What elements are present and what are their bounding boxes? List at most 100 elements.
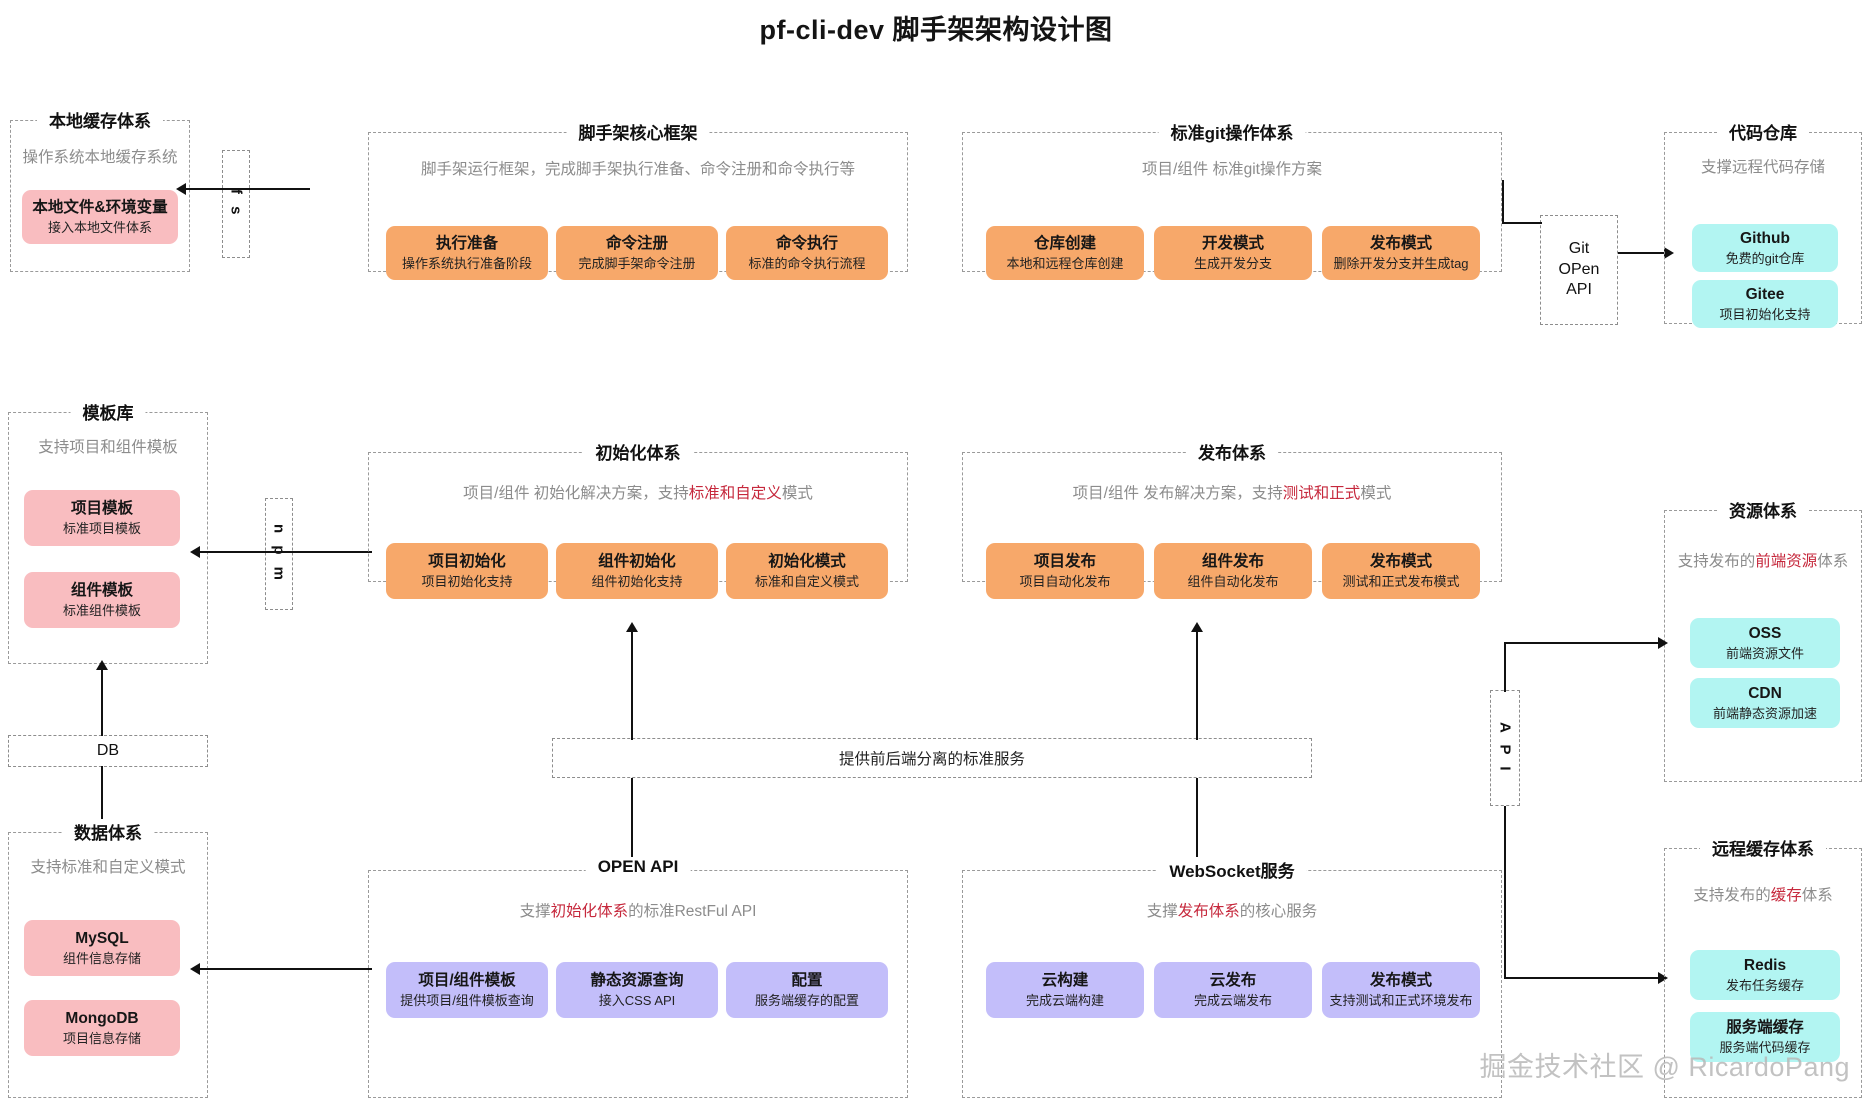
card-subtitle: 项目自动化发布 bbox=[1019, 573, 1111, 589]
card-oss[interactable]: OSS 前端资源文件 bbox=[1690, 618, 1840, 668]
subtitle-part-highlight: 前端资源 bbox=[1755, 553, 1818, 570]
subtitle-part-highlight: 测试和正式 bbox=[1282, 485, 1361, 502]
card-init-mode[interactable]: 初始化模式 标准和自定义模式 bbox=[726, 543, 888, 599]
card-command-register[interactable]: 命令注册 完成脚手架命令注册 bbox=[556, 226, 718, 280]
card-config[interactable]: 配置 服务端缓存的配置 bbox=[726, 962, 888, 1018]
card-subtitle: 接入本地文件体系 bbox=[47, 219, 152, 235]
card-title: 项目/组件模板 bbox=[418, 971, 516, 989]
card-project-component-template[interactable]: 项目/组件模板 提供项目/组件模板查询 bbox=[386, 962, 548, 1018]
subtitle-part-highlight: 标准和自定义 bbox=[688, 485, 782, 502]
card-component-publish[interactable]: 组件发布 组件自动化发布 bbox=[1154, 543, 1312, 599]
connector-bar-to-websocket bbox=[1196, 778, 1198, 870]
card-title: 仓库创建 bbox=[1033, 234, 1096, 252]
card-gitee[interactable]: Gitee 项目初始化支持 bbox=[1692, 280, 1838, 328]
group-core-framework-title: 脚手架核心框架 bbox=[566, 119, 710, 144]
group-template-lib-subtitle: 支持项目和组件模板 bbox=[38, 439, 178, 456]
card-title: 初始化模式 bbox=[768, 552, 846, 570]
subtitle-part-highlight: 发布体系 bbox=[1177, 903, 1240, 920]
card-command-execute[interactable]: 命令执行 标准的命令执行流程 bbox=[726, 226, 888, 280]
card-github[interactable]: Github 免费的git仓库 bbox=[1692, 224, 1838, 272]
group-websocket-service: WebSocket服务 支撑发布体系的核心服务 bbox=[962, 857, 1502, 1098]
card-cloud-build[interactable]: 云构建 完成云端构建 bbox=[986, 962, 1144, 1018]
subtitle-part: 模式 bbox=[781, 485, 813, 502]
card-subtitle: 生成开发分支 bbox=[1193, 255, 1272, 271]
card-title: 云发布 bbox=[1209, 971, 1257, 989]
card-publish-mode[interactable]: 发布模式 测试和正式发布模式 bbox=[1322, 543, 1480, 599]
edge-label-fs: f s bbox=[222, 150, 250, 258]
group-template-lib-title: 模板库 bbox=[70, 399, 146, 424]
group-template-lib: 模板库 支持项目和组件模板 bbox=[8, 399, 208, 664]
card-redis[interactable]: Redis 发布任务缓存 bbox=[1690, 950, 1840, 1000]
card-title: 配置 bbox=[791, 971, 823, 989]
card-cloud-publish[interactable]: 云发布 完成云端发布 bbox=[1154, 962, 1312, 1018]
card-subtitle: 操作系统执行准备阶段 bbox=[401, 255, 532, 271]
connector-bar-to-openapi bbox=[631, 778, 633, 870]
card-mysql[interactable]: MySQL 组件信息存储 bbox=[24, 920, 180, 976]
card-publish-mode-ws[interactable]: 发布模式 支持测试和正式环境发布 bbox=[1322, 962, 1480, 1018]
card-title: 组件模板 bbox=[70, 581, 133, 599]
edge-label-npm-text: n p m bbox=[270, 524, 288, 584]
card-title: 服务端缓存 bbox=[1726, 1018, 1804, 1036]
subtitle-part: 支持发布的 bbox=[1677, 553, 1756, 570]
group-websocket-service-subtitle: 支撑发布体系的核心服务 bbox=[963, 899, 1501, 921]
card-title: 发布模式 bbox=[1369, 971, 1432, 989]
group-data-system: 数据体系 支持标准和自定义模式 bbox=[8, 819, 208, 1098]
group-resource-system-subtitle: 支持发布的前端资源体系 bbox=[1665, 549, 1861, 571]
card-project-init[interactable]: 项目初始化 项目初始化支持 bbox=[386, 543, 548, 599]
card-subtitle: 免费的git仓库 bbox=[1725, 250, 1805, 266]
card-project-template[interactable]: 项目模板 标准项目模板 bbox=[24, 490, 180, 546]
service-bar-text: 提供前后端分离的标准服务 bbox=[838, 751, 1025, 768]
card-dev-mode[interactable]: 开发模式 生成开发分支 bbox=[1154, 226, 1312, 280]
group-resource-system: 资源体系 支持发布的前端资源体系 bbox=[1664, 497, 1862, 782]
card-static-resource-query[interactable]: 静态资源查询 接入CSS API bbox=[556, 962, 718, 1018]
card-project-publish[interactable]: 项目发布 项目自动化发布 bbox=[986, 543, 1144, 599]
card-title: OSS bbox=[1748, 624, 1782, 642]
edge-label-git-open-api: Git OPen API bbox=[1540, 215, 1618, 325]
group-resource-system-title: 资源体系 bbox=[1717, 497, 1809, 522]
group-local-cache: 本地缓存体系 操作系统本地缓存系统 bbox=[10, 107, 190, 272]
subtitle-part: 项目/组件 发布解决方案，支持 bbox=[1072, 485, 1283, 502]
subtitle-part: 支撑 bbox=[1146, 903, 1178, 920]
card-mongodb[interactable]: MongoDB 项目信息存储 bbox=[24, 1000, 180, 1056]
card-server-cache[interactable]: 服务端缓存 服务端代码缓存 bbox=[1690, 1012, 1840, 1062]
card-subtitle: 支持测试和正式环境发布 bbox=[1329, 992, 1473, 1008]
card-subtitle: 前端资源文件 bbox=[1725, 645, 1804, 661]
card-repo-create[interactable]: 仓库创建 本地和远程仓库创建 bbox=[986, 226, 1144, 280]
group-data-system-subtitle: 支持标准和自定义模式 bbox=[30, 859, 186, 876]
group-core-framework-subtitle: 脚手架运行框架，完成脚手架执行准备、命令注册和命令执行等 bbox=[420, 161, 855, 178]
group-data-system-title: 数据体系 bbox=[62, 819, 154, 844]
card-title: 命令注册 bbox=[605, 234, 668, 252]
group-open-api-subtitle: 支撑初始化体系的标准RestFul API bbox=[369, 899, 907, 921]
card-component-init[interactable]: 组件初始化 组件初始化支持 bbox=[556, 543, 718, 599]
card-release-mode-git[interactable]: 发布模式 删除开发分支并生成tag bbox=[1322, 226, 1480, 280]
group-websocket-service-title: WebSocket服务 bbox=[1157, 857, 1307, 882]
edge-label-api: A P I bbox=[1490, 690, 1520, 806]
card-title: 静态资源查询 bbox=[590, 971, 684, 989]
card-title: 发布模式 bbox=[1369, 552, 1432, 570]
connector-api-to-resource bbox=[1504, 642, 1660, 644]
group-publish-system: 发布体系 项目/组件 发布解决方案，支持测试和正式模式 bbox=[962, 439, 1502, 582]
arrowhead-up-template-lib bbox=[96, 660, 108, 670]
card-component-template[interactable]: 组件模板 标准组件模板 bbox=[24, 572, 180, 628]
card-title: 项目初始化 bbox=[428, 552, 506, 570]
group-publish-system-subtitle: 项目/组件 发布解决方案，支持测试和正式模式 bbox=[963, 481, 1501, 503]
card-subtitle: 项目初始化支持 bbox=[1719, 306, 1811, 322]
connector-templatelib-to-db bbox=[101, 668, 103, 736]
card-local-file-env[interactable]: 本地文件&环境变量 接入本地文件体系 bbox=[22, 190, 178, 244]
card-cdn[interactable]: CDN 前端静态资源加速 bbox=[1690, 678, 1840, 728]
card-exec-prepare[interactable]: 执行准备 操作系统执行准备阶段 bbox=[386, 226, 548, 280]
subtitle-part: 体系 bbox=[1817, 553, 1849, 570]
arrowhead-right-code-repo bbox=[1664, 247, 1674, 259]
arrowhead-left-template-lib bbox=[190, 546, 200, 558]
edge-label-npm: n p m bbox=[265, 498, 293, 610]
card-title: 组件发布 bbox=[1201, 552, 1264, 570]
card-subtitle: 接入CSS API bbox=[598, 992, 676, 1008]
card-title: 本地文件&环境变量 bbox=[32, 198, 168, 216]
subtitle-part: 的核心服务 bbox=[1239, 903, 1318, 920]
subtitle-part: 的标准RestFul API bbox=[628, 903, 757, 920]
card-title: 项目发布 bbox=[1033, 552, 1096, 570]
card-subtitle: 组件信息存储 bbox=[62, 950, 141, 966]
card-subtitle: 删除开发分支并生成tag bbox=[1333, 255, 1469, 271]
card-subtitle: 测试和正式发布模式 bbox=[1342, 573, 1460, 589]
